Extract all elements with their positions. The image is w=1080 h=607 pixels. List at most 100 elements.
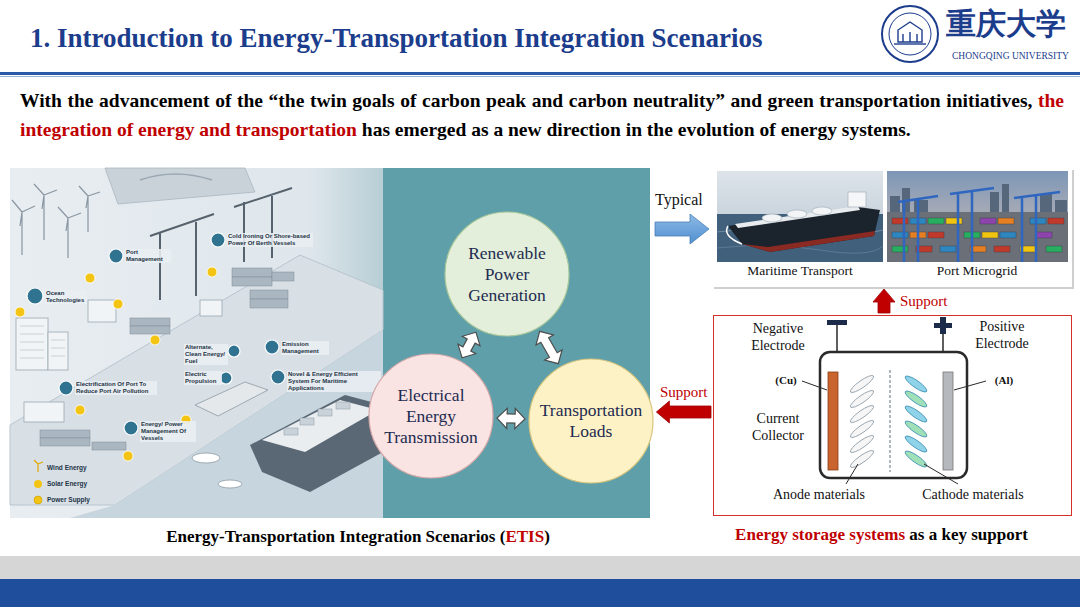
port-illustration	[75, 405, 85, 415]
university-seal	[882, 6, 938, 62]
port-photo	[1000, 232, 1016, 238]
port-photo	[998, 218, 1014, 224]
highlight-text: Energy storage systems	[735, 525, 905, 544]
university-seal	[889, 13, 931, 55]
collector-label: Current Collector	[736, 411, 820, 445]
illustration-label: Port Management	[125, 249, 171, 263]
photo-caption: Maritime Transport	[720, 263, 880, 279]
circle-node: Transportation Loads	[528, 358, 654, 484]
port-illustration	[34, 184, 57, 240]
port-illustration	[40, 430, 90, 438]
port-illustration	[70, 330, 383, 518]
port-illustration	[271, 370, 285, 384]
legend-icons	[34, 460, 43, 504]
port-illustration	[15, 307, 25, 317]
battery-illustration	[903, 449, 928, 470]
legend-text: Power Supply	[47, 496, 90, 504]
edge-label: Support	[660, 383, 708, 401]
port-illustration	[272, 272, 294, 281]
battery-illustration	[820, 352, 967, 478]
circle-shape	[445, 212, 569, 336]
port-photo	[898, 196, 938, 262]
circle-node: Renewable Power Generation	[444, 211, 570, 337]
university-name-english: CHONGQING UNIVERSITY	[952, 50, 1069, 62]
port-illustration	[195, 382, 268, 416]
circle-label: Renewable Power Generation	[451, 243, 563, 306]
port-photo	[946, 218, 962, 224]
port-illustration	[20, 326, 65, 358]
maritime-photo	[812, 207, 832, 215]
port-illustration	[232, 277, 272, 286]
port-illustration	[234, 188, 292, 262]
port-photo	[892, 218, 908, 224]
illustration-label: Alternate, Clean Energy/ Fuel	[184, 344, 228, 365]
legend-icons	[34, 496, 42, 504]
illustration-label: Emission Management	[281, 341, 329, 355]
circle-node: Electrical Energy Transmission	[368, 353, 494, 479]
storage-box: Negative ElectrodePositive Electrode(Cu)…	[713, 315, 1072, 516]
port-photo	[928, 232, 944, 238]
illustration-label: Ocean Technologies	[45, 290, 87, 304]
battery-illustration	[802, 317, 986, 484]
support-arrow	[656, 401, 711, 423]
port-photo	[1014, 192, 1060, 262]
battery-illustration	[837, 325, 943, 352]
battery-illustration	[849, 373, 876, 470]
electrode-label: Positive Electrode	[956, 319, 1048, 353]
port-illustration	[92, 442, 126, 450]
battery-illustration	[849, 448, 876, 470]
maritime-photo	[717, 171, 883, 262]
edge-label: Support	[900, 292, 948, 310]
battery-illustration	[889, 370, 890, 472]
battery-illustration	[943, 372, 953, 470]
port-illustration	[150, 335, 160, 345]
port-illustration	[20, 326, 65, 358]
port-photo	[1036, 232, 1052, 238]
port-photo	[1048, 218, 1064, 224]
port-illustration	[85, 273, 95, 283]
port-illustration	[265, 340, 279, 354]
port-photo	[887, 171, 1068, 262]
battery-illustration	[827, 320, 847, 325]
circle-label: Electrical Energy Transmission	[375, 385, 487, 448]
port-photo	[982, 232, 998, 238]
illustration-label: Electric Propulsion	[184, 371, 222, 385]
battery-illustration	[954, 381, 986, 390]
port-photo	[950, 188, 994, 262]
battery-illustration	[828, 372, 838, 470]
port-photo	[914, 200, 928, 214]
port-photo	[1055, 200, 1067, 214]
port-illustration	[284, 428, 298, 435]
university-name-chinese: 重庆大学	[946, 4, 1066, 44]
material-label: (Cu)	[766, 374, 806, 387]
double-arrow	[536, 331, 562, 363]
maritime-photo	[762, 214, 782, 222]
legend-text: Wind Energy	[47, 464, 87, 472]
port-photo	[1002, 184, 1009, 214]
port-photo	[928, 218, 944, 224]
port-illustration	[232, 268, 272, 277]
port-illustration	[250, 299, 288, 308]
port-illustration	[192, 453, 220, 463]
material-label: (Al)	[984, 374, 1024, 387]
maritime-photo	[717, 171, 883, 262]
double-arrow	[497, 408, 525, 428]
battery-illustration	[924, 464, 958, 484]
circle-label: Transportation Loads	[535, 400, 647, 442]
port-photo	[1046, 246, 1062, 252]
port-illustration	[109, 249, 123, 263]
header-rule	[0, 72, 1080, 75]
legend-icons	[34, 460, 43, 472]
maritime-photo	[727, 226, 742, 244]
port-illustration	[284, 402, 350, 435]
scene-panel	[10, 168, 383, 518]
port-illustration	[48, 332, 68, 370]
footer-bands	[0, 556, 1080, 579]
port-photo	[940, 246, 956, 252]
port-illustration	[262, 400, 378, 452]
port-illustration	[105, 168, 255, 204]
university-seal	[898, 22, 922, 42]
port-photo	[892, 232, 908, 238]
body-text: With the advancement of the “the twin go…	[20, 90, 1032, 111]
